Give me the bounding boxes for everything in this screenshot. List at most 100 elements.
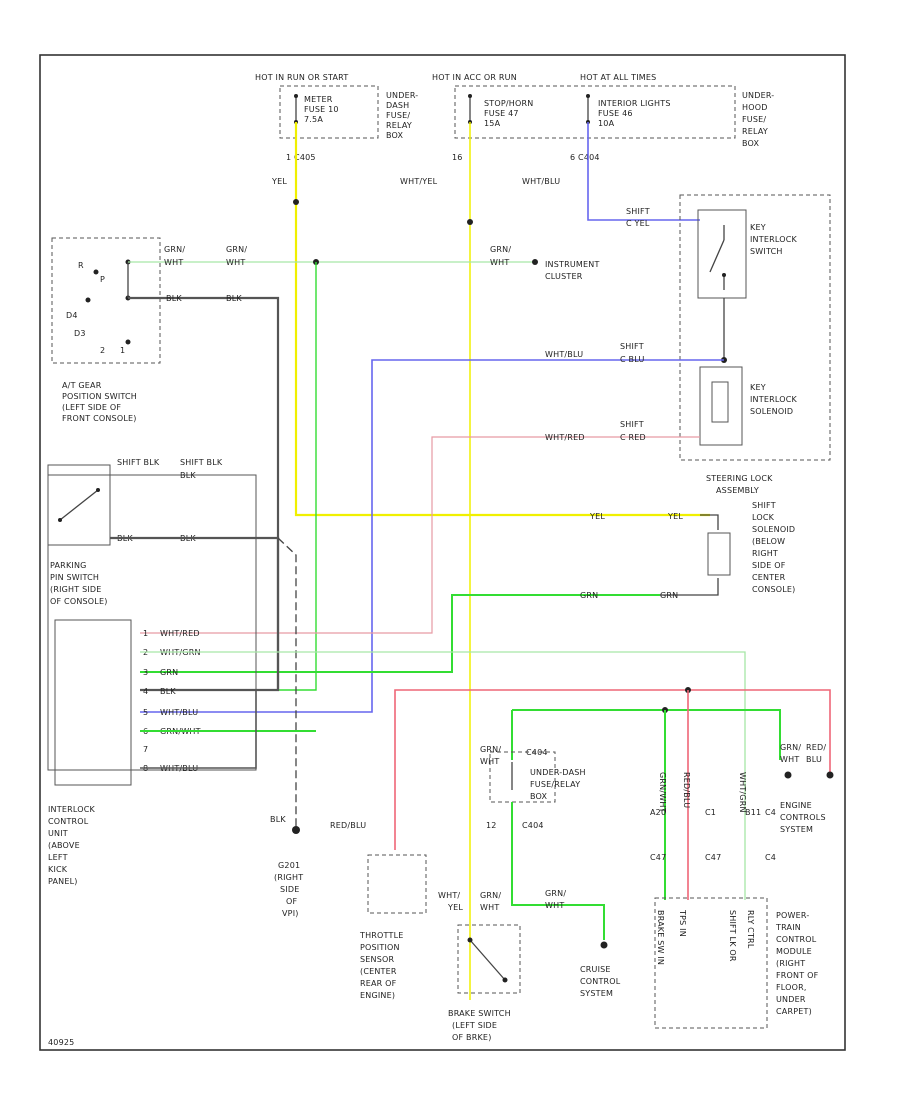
brake-switch-line3: OF BRKE) — [452, 1033, 492, 1042]
meter-fuse-line1: METER — [304, 95, 333, 104]
interlock-unit-line6: KICK — [48, 865, 68, 874]
ptm-wire-2: RED/BLU — [682, 772, 691, 808]
throttle-line6: ENGINE) — [360, 991, 395, 1000]
cruise-wire-label2: WHT — [545, 901, 564, 910]
key-interlock-assembly: KEY INTERLOCK SWITCH KEY INTERLOCK SOLEN… — [679, 194, 831, 461]
park-switch-line1: PARKING — [50, 561, 87, 570]
relay-grn-label2: WHT — [480, 757, 499, 766]
pin-3-wire: GRN — [160, 668, 178, 677]
hot-acc-run-label: HOT IN ACC OR RUN — [432, 73, 517, 82]
throttle-line5: REAR OF — [360, 979, 397, 988]
shift-lock-line1: SHIFT — [752, 501, 776, 510]
pin-7: 7 — [143, 745, 148, 754]
meter-fuse-line2: FUSE 10 — [304, 105, 339, 114]
fuse-box-hot-run-start: HOT IN RUN OR START METER FUSE 10 7.5A U… — [255, 73, 418, 140]
red-blu-wire — [394, 689, 831, 850]
gear-d4: D4 — [66, 311, 78, 320]
ptm-line5: (RIGHT — [776, 959, 805, 968]
relay-box-line1: UNDER-DASH — [530, 768, 586, 777]
throttle-line2: POSITION — [360, 943, 400, 952]
grn-mid-label: GRN — [580, 591, 598, 600]
shift-lock-solenoid: STEERING LOCK ASSEMBLY SHIFT LOCK SOLENO… — [660, 474, 795, 596]
gear-switch-line3: (LEFT SIDE OF — [62, 403, 121, 412]
park-shift-blk1: SHIFT BLK — [117, 458, 160, 467]
throttle-line4: (CENTER — [360, 967, 397, 976]
under-dash-box-line3: FUSE/ — [386, 111, 410, 120]
grn-wht-left-2: WHT — [164, 258, 183, 267]
pin-4: 4 — [143, 687, 148, 696]
hot-all-times-label: HOT AT ALL TIMES — [580, 73, 656, 82]
gear-switch-line4: FRONT CONSOLE) — [62, 414, 137, 423]
c405-pin16-label: 16 — [452, 153, 463, 162]
key-solenoid-line2: INTERLOCK — [750, 395, 797, 404]
grn-mid2-label: GRN — [660, 591, 678, 600]
c-blu-label: C BLU — [620, 355, 645, 364]
throttle-line3: SENSOR — [360, 955, 394, 964]
brake-wire4: WHT — [480, 903, 499, 912]
shift-label-red: SHIFT — [620, 420, 644, 429]
c-yel-label: C YEL — [626, 219, 650, 228]
c404-pin6-label: 6 C404 — [570, 153, 600, 162]
ptm-pin-a20: A20 — [650, 808, 666, 817]
gear-r: R — [78, 261, 84, 270]
yel-mid2-label: YEL — [667, 512, 683, 521]
under-dash-box-line1: UNDER- — [386, 91, 418, 100]
ptm-pin-c47a: C47 — [705, 853, 721, 862]
instrument-cluster-line2: CLUSTER — [545, 272, 583, 281]
shift-lock-line8: CONSOLE) — [752, 585, 795, 594]
throttle-line1: THROTTLE — [359, 931, 404, 940]
wht-yel-wire-label: WHT/YEL — [400, 177, 438, 186]
grn-wht-right-1: GRN/ — [490, 245, 511, 254]
key-solenoid-line3: SOLENOID — [750, 407, 793, 416]
park-blk-1: BLK — [180, 471, 196, 480]
interlock-unit-line2: CONTROL — [48, 817, 89, 826]
ptm-line1: POWER- — [776, 911, 809, 920]
pin-3: 3 — [143, 668, 148, 677]
relay-box-line2: FUSE/RELAY — [530, 780, 580, 789]
shift-label-blu: SHIFT — [620, 342, 644, 351]
steering-lock-line1: STEERING LOCK — [706, 474, 773, 483]
c-red-label: C RED — [620, 433, 646, 442]
shift-lock-line7: CENTER — [752, 573, 786, 582]
cruise-line1: CRUISE — [580, 965, 611, 974]
ground-line2: (RIGHT — [274, 873, 303, 882]
shift-lock-line3: SOLENOID — [752, 525, 795, 534]
engine-wire1: GRN/ — [780, 743, 801, 752]
ground-wire — [277, 537, 297, 830]
wht-red-right-label: WHT/RED — [545, 433, 585, 442]
fuse-box-hot-acc-run: HOT IN ACC OR RUN HOT AT ALL TIMES STOP/… — [432, 73, 774, 148]
park-switch-line4: OF CONSOLE) — [50, 597, 108, 606]
interior-lights-line3: 10A — [598, 119, 615, 128]
key-solenoid-line1: KEY — [750, 383, 766, 392]
yel-mid-label: YEL — [589, 512, 605, 521]
ptm-wire-1: GRN/WHT — [658, 772, 667, 813]
ptm-pin-c47b: C47 — [650, 853, 666, 862]
engine-line2: CONTROLS — [780, 813, 826, 822]
shift-lock-line5: RIGHT — [752, 549, 778, 558]
gear-position-switch: R D4 D3 P 2 1 A/T GEAR POSITION SWITCH (… — [51, 237, 161, 423]
engine-line3: SYSTEM — [780, 825, 813, 834]
brake-wire1: WHT/ — [438, 891, 460, 900]
gear-switch-line1: A/T GEAR — [62, 381, 102, 390]
under-hood-box-line4: RELAY — [742, 127, 768, 136]
under-hood-box-line1: UNDER- — [742, 91, 774, 100]
engine-wire3: RED/ — [806, 743, 826, 752]
brake-wire2: YEL — [447, 903, 463, 912]
under-hood-box-line5: BOX — [742, 139, 760, 148]
key-switch-line3: SWITCH — [750, 247, 783, 256]
pin-1-wire: WHT/RED — [160, 629, 200, 638]
interlock-control-unit: INTERLOCK CONTROL UNIT (ABOVE LEFT KICK … — [48, 619, 132, 886]
interlock-unit-line1: INTERLOCK — [48, 805, 95, 814]
grn-wht-cruise — [511, 802, 605, 940]
powertrain-control-module: GRN/WHT RED/BLU WHT/GRN A20 C1 C47 C47 B… — [650, 690, 818, 1029]
c405-pin1-label: 1 C405 — [286, 153, 316, 162]
under-hood-box-line3: FUSE/ — [742, 115, 766, 124]
park-shift-blk2: SHIFT BLK — [180, 458, 223, 467]
cruise-line2: CONTROL — [580, 977, 621, 986]
under-dash-box-line4: RELAY — [386, 121, 412, 130]
yel-wire-main — [294, 122, 710, 517]
ptm-line2: TRAIN — [775, 923, 801, 932]
interlock-unit-line3: UNIT — [48, 829, 68, 838]
yel-wire-label: YEL — [271, 177, 287, 186]
